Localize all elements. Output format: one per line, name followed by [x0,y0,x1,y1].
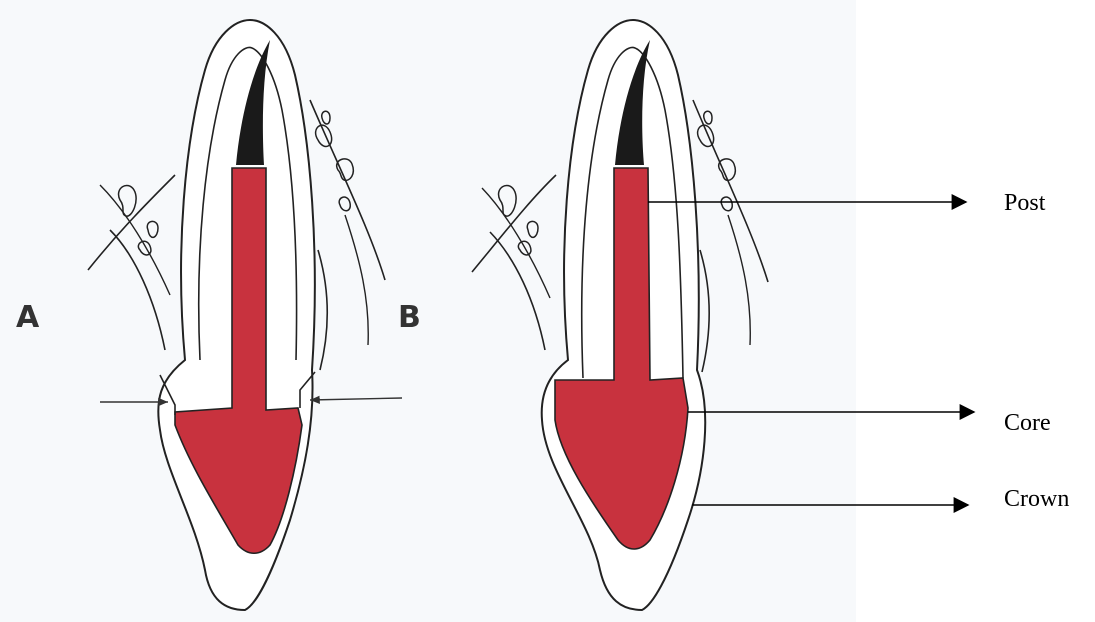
bone-left-a [88,175,175,270]
label-crown: Crown [1004,486,1069,513]
trabecular-blob [119,185,137,216]
margin-arrow-right [310,398,402,400]
tooth-b [472,20,768,610]
bone-left-a-inner [110,230,165,350]
bone-right-a [310,100,385,280]
panel-label-b: B [398,300,421,335]
label-post: Post [1004,190,1045,217]
panel-label-a: A [16,300,39,335]
label-core: Core [1004,410,1051,437]
tooth-a [88,20,402,610]
